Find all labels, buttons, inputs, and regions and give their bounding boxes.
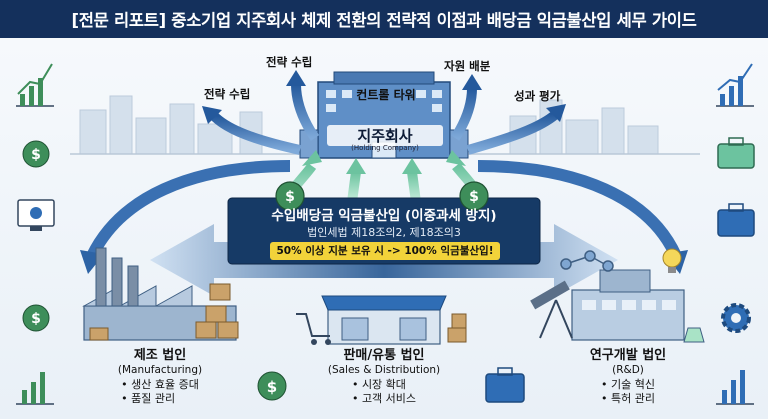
strategy-label-top: 전략 수립 xyxy=(266,55,313,69)
hq-name-en: (Holding Company) xyxy=(351,144,419,152)
svg-text:$: $ xyxy=(469,189,479,205)
factory-illustration xyxy=(82,247,239,341)
monitor-icon xyxy=(17,199,55,231)
strategy-label-left: 전략 수립 xyxy=(204,87,251,101)
store-illustration xyxy=(296,295,467,345)
subsidiary-items: 기술 혁신 특허 관리 xyxy=(601,378,655,406)
subsidiary-item: 특허 관리 xyxy=(601,392,655,406)
subsidiary-rnd: 연구개발 법인 (R&D) 기술 혁신 특허 관리 xyxy=(548,344,708,406)
gear-icon xyxy=(721,303,751,333)
money-bag-icon: $ $ xyxy=(275,181,489,211)
side-money-bag-icons: $ $ $ xyxy=(22,140,287,401)
function-arrows xyxy=(202,70,566,155)
svg-text:$: $ xyxy=(285,189,295,205)
lab-illustration xyxy=(530,248,705,343)
subsidiary-item: 시장 확대 xyxy=(352,378,416,392)
subsidiary-item: 생산 효율 증대 xyxy=(121,378,199,392)
growth-chart-icon xyxy=(16,63,754,405)
svg-text:$: $ xyxy=(31,311,41,327)
briefcase-icon xyxy=(485,137,755,403)
subsidiary-title: 제조 법인 xyxy=(133,348,187,363)
subsidiary-items: 시장 확대 고객 서비스 xyxy=(352,378,416,406)
subsidiary-items: 생산 효율 증대 품질 관리 xyxy=(121,378,199,406)
dividend-title: 수입배당금 익금불산입 (이중과세 방지) xyxy=(271,208,497,224)
subsidiary-subtitle: (Sales & Distribution) xyxy=(327,364,441,376)
subsidiary-subtitle: (Manufacturing) xyxy=(117,364,203,376)
report-title: [전문 리포트] 중소기업 지주회사 체제 전환의 전략적 이점과 배당금 익금… xyxy=(0,0,768,38)
dividend-law: 법인세법 제18조의2, 제18조의3 xyxy=(307,226,461,239)
subsidiary-subtitle: (R&D) xyxy=(612,364,644,376)
subsidiary-sales: 판매/유통 법인 (Sales & Distribution) 시장 확대 고객… xyxy=(304,344,464,406)
subsidiary-item: 기술 혁신 xyxy=(601,378,655,392)
resource-label: 자원 배분 xyxy=(444,59,491,73)
hq-name: 지주회사 xyxy=(327,125,443,146)
control-tower-label: 컨트롤 타워 xyxy=(356,88,416,102)
subsidiary-title: 연구개발 법인 xyxy=(589,348,667,363)
subsidiary-item: 품질 관리 xyxy=(121,392,199,406)
subsidiary-item: 고객 서비스 xyxy=(352,392,416,406)
dividend-rule: 50% 이상 지분 보유 시 -> 100% 익금불산입! xyxy=(270,242,500,260)
diagram-scene: $ $ xyxy=(16,63,755,405)
diagram-canvas: $ $ xyxy=(0,38,768,419)
svg-text:$: $ xyxy=(267,378,277,396)
subsidiary-manufacturing: 제조 법인 (Manufacturing) 생산 효율 증대 품질 관리 xyxy=(80,344,240,406)
subsidiary-title: 판매/유통 법인 xyxy=(343,348,425,363)
svg-text:$: $ xyxy=(31,147,41,163)
evaluation-label: 성과 평가 xyxy=(514,89,561,103)
